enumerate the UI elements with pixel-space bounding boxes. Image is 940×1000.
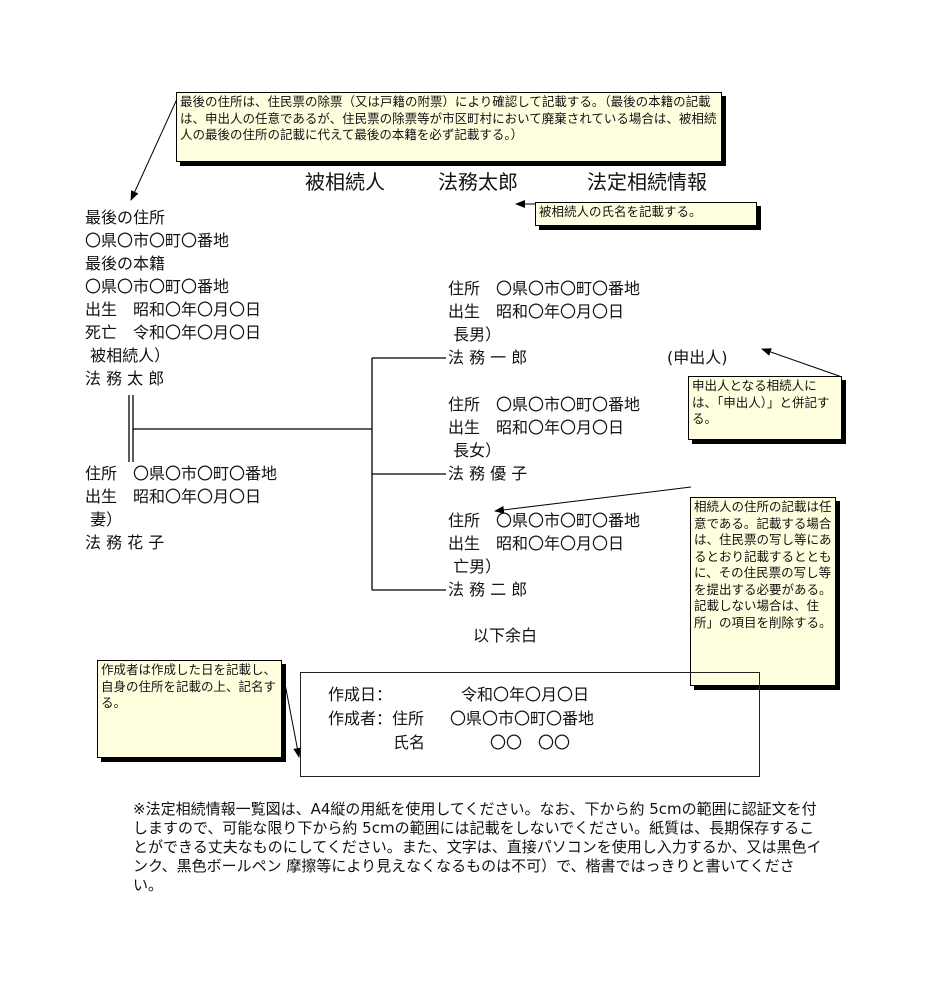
callout-arrow <box>281 667 302 758</box>
title-decedent-label: 被相続人 <box>305 170 385 194</box>
spouse-relation: 妻） <box>85 510 123 529</box>
usage-note: ※法定相続情報一覧図は、A4縦の用紙を使用してください。なお、下から約 5cmの… <box>133 800 822 894</box>
spouse-name: 法 務 花 子 <box>85 533 165 552</box>
callout-applicant: 申出人となる相続人には、「申出人）」と併記する。 <box>688 376 842 440</box>
last-domicile-label: 最後の本籍 <box>85 254 166 273</box>
heir-name: 法 務 優 子 <box>448 464 528 483</box>
callout-arrow <box>761 348 843 378</box>
decedent-block: 最後の住所 〇県〇市〇町〇番地 最後の本籍 〇県〇市〇町〇番地 出生 昭和〇年〇… <box>85 206 261 390</box>
heir-relation: 長男） <box>448 325 502 344</box>
heir-name: 法 務 一 郎 <box>448 348 528 367</box>
heir-relation: 亡男） <box>448 557 502 576</box>
creation-date-label: 作成日： <box>328 685 393 704</box>
end-mark: 以下余白 <box>473 626 538 645</box>
callout-decedent-name: 被相続人の氏名を記載する。 <box>535 202 757 226</box>
applicant-tag: (申出人) <box>667 348 728 367</box>
spouse-address: 住所 〇県〇市〇町〇番地 <box>85 464 278 483</box>
creation-box <box>300 672 760 777</box>
spouse-birth: 出生 昭和〇年〇月〇日 <box>85 487 262 506</box>
decedent-relation: 被相続人） <box>85 346 171 365</box>
creator-address: 〇県〇市〇町〇番地 <box>450 709 595 728</box>
decedent-birth: 出生 昭和〇年〇月〇日 <box>85 300 262 319</box>
creation-date: 令和〇年〇月〇日 <box>461 685 590 704</box>
title-decedent-name: 法務太郎 <box>438 170 518 194</box>
heir-block: 住所 〇県〇市〇町〇番地 出生 昭和〇年〇月〇日 亡男） 法 務 二 郎 <box>448 509 640 601</box>
last-domicile: 〇県〇市〇町〇番地 <box>85 277 230 296</box>
callout-creator: 作成者は作成した日を記載し、自身の住所を記載の上、記名する。 <box>97 660 282 758</box>
last-address-label: 最後の住所 <box>85 208 166 227</box>
heir-address: 住所 〇県〇市〇町〇番地 <box>448 511 641 530</box>
page-title: 法定相続情報 <box>587 170 707 194</box>
heir-block: 住所 〇県〇市〇町〇番地 出生 昭和〇年〇月〇日 長男） 法 務 一 郎 <box>448 277 640 369</box>
callout-last-address: 最後の住所は、住民票の除票（又は戸籍の附票）により確認して記載する。（最後の本籍… <box>176 92 722 162</box>
heir-block: 住所 〇県〇市〇町〇番地 出生 昭和〇年〇月〇日 長女） 法 務 優 子 <box>448 393 640 485</box>
heir-name: 法 務 二 郎 <box>448 580 528 599</box>
decedent-death: 死亡 令和〇年〇月〇日 <box>85 323 262 342</box>
heir-birth: 出生 昭和〇年〇月〇日 <box>448 302 625 321</box>
callout-arrow <box>494 486 692 514</box>
creator-name: 〇〇 〇〇 <box>490 733 571 752</box>
decedent-name: 法 務 太 郎 <box>85 369 165 388</box>
heir-birth: 出生 昭和〇年〇月〇日 <box>448 418 625 437</box>
creator-name-label: 氏名 <box>393 733 426 752</box>
creator-label: 作成者：住所 <box>328 709 425 728</box>
heir-address: 住所 〇県〇市〇町〇番地 <box>448 395 641 414</box>
heir-relation: 長女） <box>448 441 502 460</box>
callout-arrow <box>130 98 178 201</box>
heir-birth: 出生 昭和〇年〇月〇日 <box>448 534 625 553</box>
heir-address: 住所 〇県〇市〇町〇番地 <box>448 279 641 298</box>
last-address: 〇県〇市〇町〇番地 <box>85 231 230 250</box>
callout-heir-address: 相続人の住所の記載は任意である。記載する場合は、住民票の写し等にあるとおり記載す… <box>690 497 836 686</box>
spouse-block: 住所 〇県〇市〇町〇番地 出生 昭和〇年〇月〇日 妻） 法 務 花 子 <box>85 462 277 554</box>
